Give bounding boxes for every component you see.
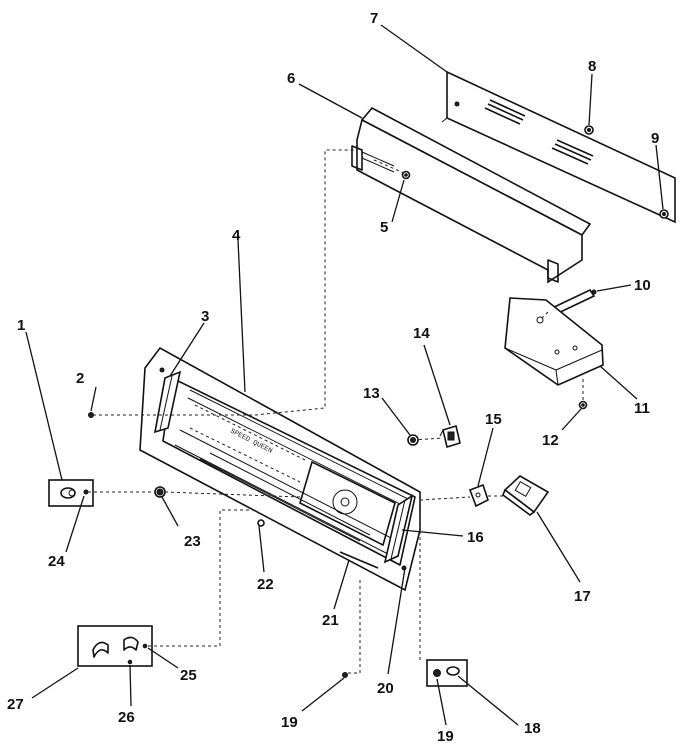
plate-part-18 — [426, 659, 468, 687]
callout-26: 26 — [118, 709, 135, 726]
callout-15: 15 — [485, 411, 502, 428]
callout-12: 12 — [542, 432, 559, 449]
callout-2: 2 — [76, 370, 84, 387]
screw-part-2 — [88, 412, 94, 418]
callout-16: 16 — [467, 529, 484, 546]
rear-cover-part-7 — [441, 70, 676, 224]
callout-18: 18 — [524, 720, 541, 737]
callout-17: 17 — [574, 588, 591, 605]
callout-11: 11 — [634, 400, 650, 417]
callout-24: 24 — [48, 553, 65, 570]
end-bracket-part-16 — [383, 494, 414, 564]
callout-7: 7 — [370, 10, 378, 27]
callout-21: 21 — [322, 612, 339, 629]
plate-part-27 — [77, 625, 153, 667]
callout-labels: 1 2 3 4 5 6 7 8 9 10 11 12 13 14 15 16 1… — [7, 10, 659, 745]
clip-part-22 — [257, 519, 265, 527]
assembly-lines — [88, 149, 584, 674]
callout-22: 22 — [257, 576, 274, 593]
end-bracket-part-3 — [153, 370, 182, 434]
screw-part-8 — [584, 125, 594, 135]
screw-part-5 — [401, 170, 411, 180]
control-panel-part-4: SPEED QUEEN — [139, 346, 421, 592]
callout-4: 4 — [232, 227, 241, 244]
callout-10: 10 — [634, 277, 651, 294]
trim-part-21 — [339, 551, 379, 569]
callout-20: 20 — [377, 680, 394, 697]
callout-19a: 19 — [281, 714, 298, 731]
callout-9: 9 — [651, 130, 659, 147]
callout-3: 3 — [201, 308, 209, 325]
knob-part-23 — [154, 486, 166, 498]
switch-part-14 — [439, 424, 461, 449]
console-top-part-6 — [351, 106, 592, 284]
callout-5: 5 — [380, 219, 388, 236]
screw-part-19 — [342, 672, 348, 678]
callout-27: 27 — [7, 696, 24, 713]
screw-part-9 — [659, 209, 669, 219]
bracket-part-15 — [468, 483, 489, 508]
timer-part-17 — [502, 475, 550, 516]
leader-lines — [25, 24, 664, 726]
callout-1: 1 — [17, 317, 25, 334]
callout-13: 13 — [363, 385, 380, 402]
callout-19b: 19 — [437, 728, 454, 745]
callout-25: 25 — [180, 667, 197, 684]
spring-part-25 — [142, 643, 148, 649]
pin-part-26 — [127, 659, 133, 665]
screw-part-12 — [578, 400, 588, 410]
callout-23: 23 — [184, 533, 201, 550]
callout-8: 8 — [588, 58, 596, 75]
clip-part-24 — [83, 489, 89, 495]
callout-14: 14 — [413, 325, 430, 342]
callout-6: 6 — [287, 70, 295, 87]
support-bracket-part-11 — [504, 297, 604, 386]
